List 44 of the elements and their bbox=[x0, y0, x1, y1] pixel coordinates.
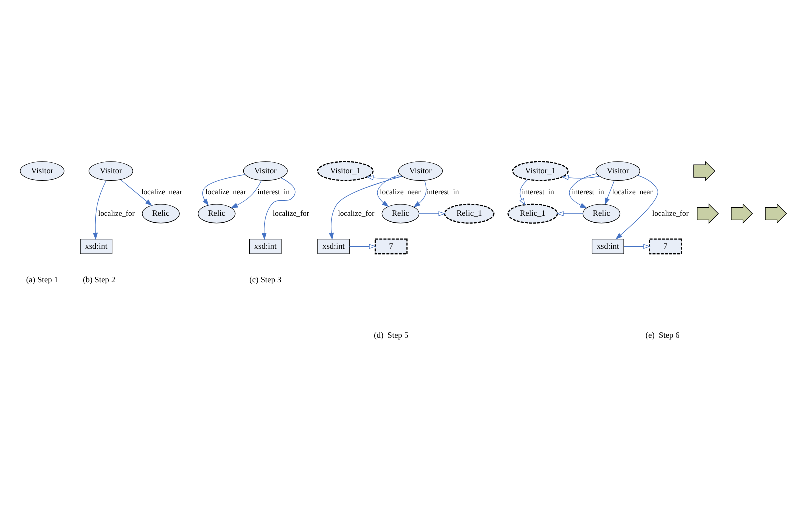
arrow bbox=[231, 180, 262, 208]
label: (a) Step 1 bbox=[26, 275, 58, 284]
label: (d) Step 5 bbox=[374, 330, 409, 340]
node-box: xsd:int bbox=[249, 238, 282, 254]
arrow bbox=[93, 180, 107, 240]
node-box: xsd:int bbox=[318, 238, 350, 254]
node-ellipse: Visitor bbox=[243, 161, 288, 181]
arrow bbox=[624, 244, 651, 249]
arrow bbox=[616, 174, 658, 240]
node-box: xsd:int bbox=[80, 238, 113, 254]
node-box: 7 bbox=[649, 238, 682, 254]
arrow bbox=[520, 179, 528, 206]
node-ellipse: Visitor bbox=[596, 161, 640, 181]
node-ellipse: Visitor bbox=[20, 161, 65, 181]
node-box: 7 bbox=[374, 238, 408, 254]
node-arrow bbox=[731, 203, 754, 224]
node-arrow bbox=[765, 203, 788, 224]
node-ellipse: Relic bbox=[142, 204, 180, 224]
node-box: xsd:int bbox=[592, 238, 624, 254]
node-ellipse: Relic bbox=[198, 204, 236, 224]
label: (b) Step 2 bbox=[83, 275, 116, 284]
arrow bbox=[414, 180, 427, 208]
node-ellipse: Relic_1 bbox=[444, 203, 495, 224]
node-ellipse: Relic bbox=[382, 204, 420, 224]
node-arrow bbox=[697, 203, 719, 224]
node-ellipse: Visitor bbox=[398, 161, 444, 181]
node-ellipse: Relic bbox=[582, 204, 621, 224]
node-ellipse: Visitor bbox=[88, 161, 134, 181]
arrow bbox=[377, 174, 400, 207]
arrow bbox=[419, 210, 446, 216]
label: (c) Step 3 bbox=[250, 275, 282, 284]
arrow bbox=[562, 174, 600, 180]
arrow bbox=[366, 175, 403, 180]
label: (e) Step 6 bbox=[646, 330, 680, 340]
arrow bbox=[349, 244, 376, 249]
arrow bbox=[120, 179, 152, 206]
arrow bbox=[329, 176, 402, 240]
arrow bbox=[604, 180, 615, 205]
arrow bbox=[569, 173, 598, 208]
arrow bbox=[556, 210, 584, 216]
arrow bbox=[262, 177, 296, 240]
arrow bbox=[202, 174, 246, 206]
node-arrow bbox=[694, 160, 716, 181]
node-ellipse: Relic_1 bbox=[508, 203, 558, 224]
